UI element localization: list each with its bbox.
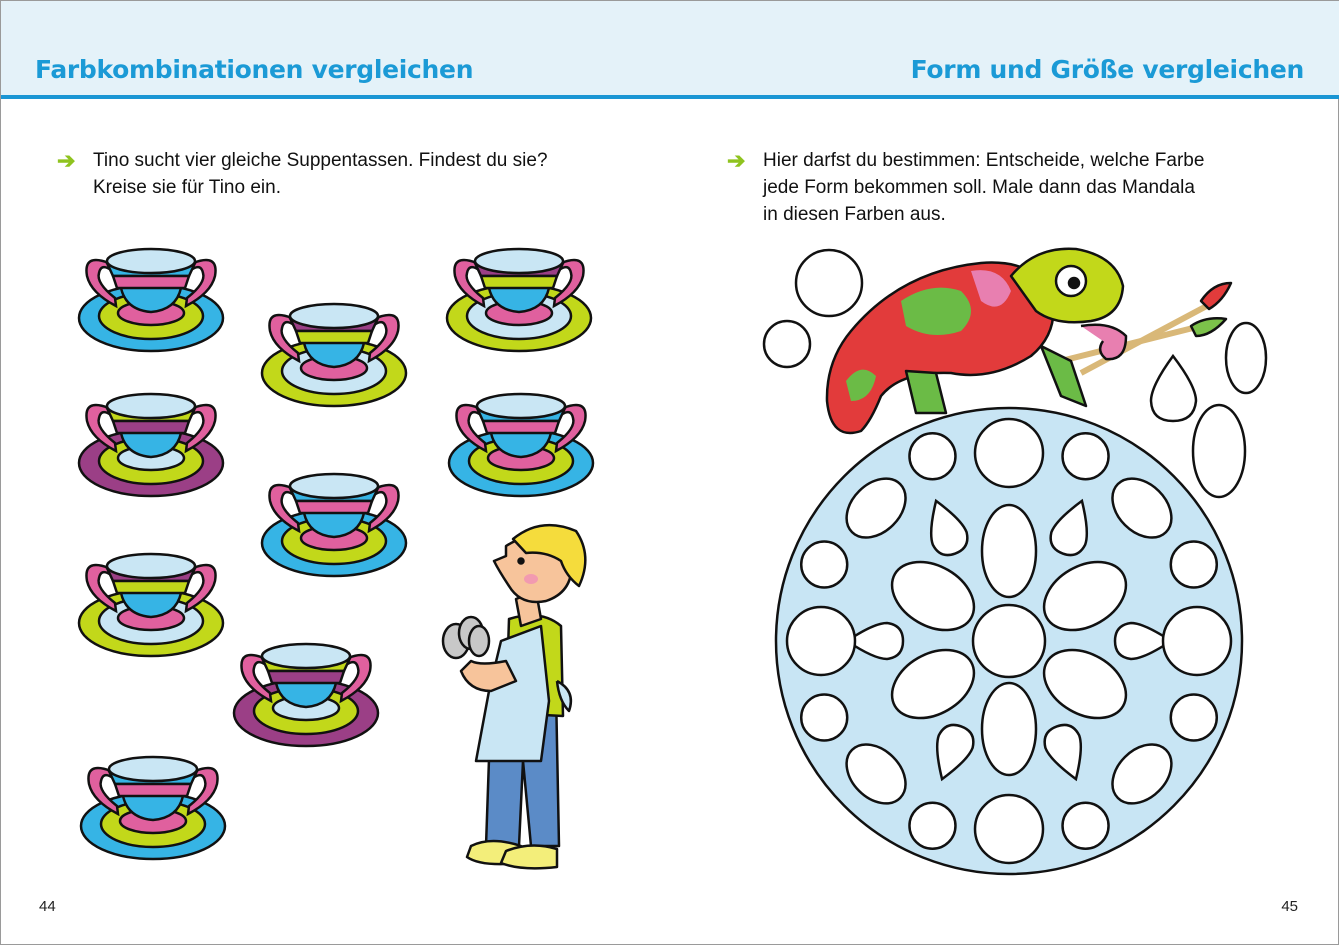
mandala-circle-shape[interactable] [1169,540,1219,589]
mandala-oval[interactable] [880,636,986,732]
instruction-line: jede Form bekommen soll. Male dann das M… [763,177,1195,198]
mandala-circle-shape[interactable] [1161,605,1233,677]
sample-shapes [762,248,1268,499]
mandala-circle-shape[interactable] [908,801,957,851]
mandala-oval[interactable] [1101,467,1183,549]
mandala-teardrop[interactable] [919,495,972,560]
mandala-circle-shape[interactable] [799,540,849,589]
header-band [1,1,1339,99]
soup-cup[interactable] [79,755,227,861]
right-instruction: ➔ Hier darfst du bestimmen: Entscheide, … [727,147,1283,228]
mandala [774,406,1244,876]
mandala-teardrop[interactable] [1040,720,1093,785]
mandala-oval[interactable] [1032,636,1138,732]
mandala-circle-shape[interactable] [1061,431,1110,481]
mandala-center-circle[interactable] [971,603,1047,679]
chameleon-illustration [825,247,1233,435]
mandala-oval[interactable] [1032,548,1138,644]
soup-cup[interactable] [77,552,225,658]
sample-circle-small [762,319,812,369]
arrow-right-icon: ➔ [727,148,746,173]
mandala-circle-shape[interactable] [973,417,1045,489]
soup-cup[interactable] [260,472,408,578]
soup-cup[interactable] [447,392,595,498]
mandala-oval[interactable] [980,503,1038,599]
mandala-oval[interactable] [835,467,917,549]
boy-tino-illustration [441,523,587,870]
arrow-right-icon: ➔ [57,148,76,173]
instruction-line: Tino sucht vier gleiche Suppentassen. Fi… [93,150,548,171]
mandala-oval[interactable] [980,681,1038,777]
sample-oval-large [1191,403,1247,499]
instruction-line: in diesen Farben aus. [763,204,946,225]
soup-cup[interactable] [232,642,380,748]
soup-cup[interactable] [445,247,593,353]
page-number-right: 45 [1281,898,1298,915]
instruction-line: Hier darfst du bestimmen: Entscheide, we… [763,150,1205,171]
mandala-oval[interactable] [880,548,986,644]
mandala-circle-shape[interactable] [785,605,857,677]
mandala-circle-shape[interactable] [973,793,1045,865]
mandala-teardrop[interactable] [1113,621,1174,661]
page-number-left: 44 [39,898,56,915]
sample-teardrop [1149,353,1198,423]
soup-cup[interactable] [77,247,225,353]
mandala-circle-shape[interactable] [799,693,849,742]
soup-cup[interactable] [77,392,225,498]
right-page-title: Form und Größe vergleichen [910,55,1305,84]
mandala-teardrop[interactable] [925,720,978,785]
sample-circle-large [794,248,864,318]
mandala-oval[interactable] [1101,733,1183,815]
left-instruction: ➔ Tino sucht vier gleiche Suppentassen. … [57,147,633,201]
mandala-circle-shape[interactable] [908,431,957,481]
mandala-teardrop[interactable] [844,621,905,661]
mandala-oval[interactable] [835,733,917,815]
instruction-line: Kreise sie für Tino ein. [93,177,281,198]
left-page-title: Farbkombinationen vergleichen [35,55,474,84]
sample-oval-small [1224,321,1268,395]
mandala-teardrop[interactable] [1046,495,1099,560]
mandala-circle-shape[interactable] [1061,801,1110,851]
mandala-circle-shape[interactable] [1169,693,1219,742]
soup-cup[interactable] [260,302,408,408]
soup-cups [77,247,595,861]
